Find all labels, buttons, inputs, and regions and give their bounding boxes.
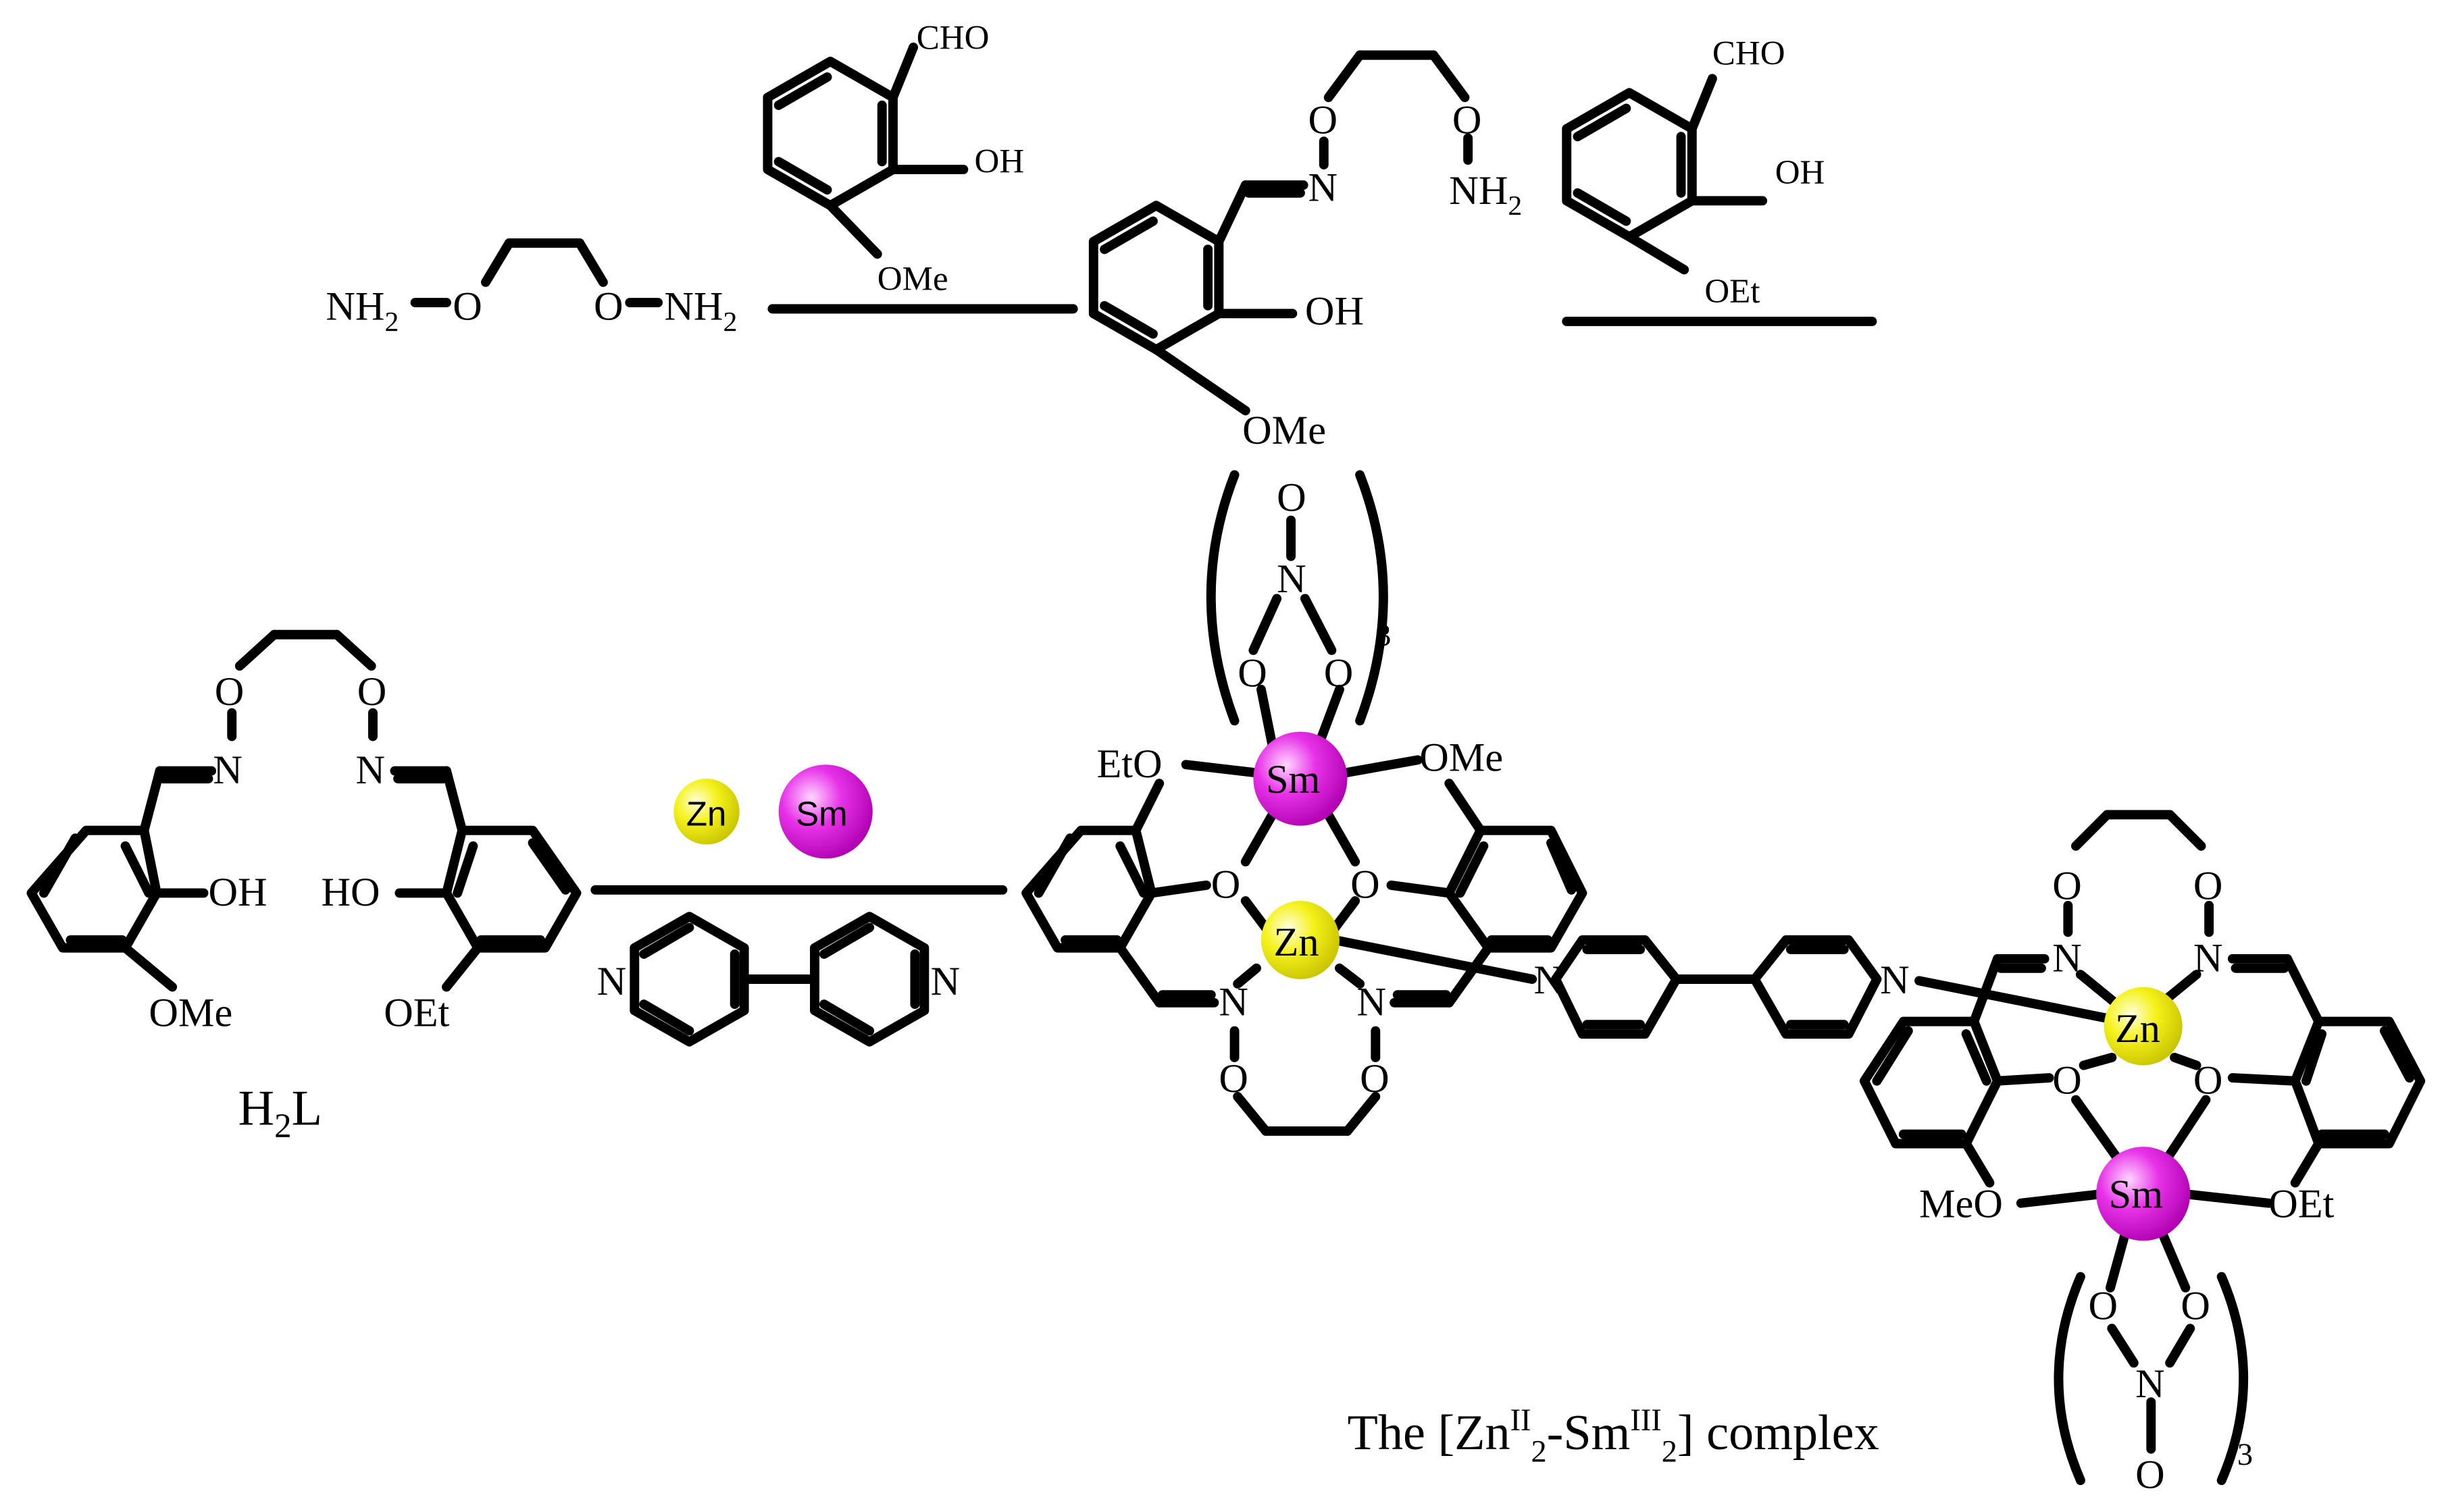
- c2-nitrate-count: 3: [2237, 1438, 2253, 1472]
- bipy-n-left: N: [597, 959, 627, 1004]
- bipy-n-right: N: [931, 959, 961, 1004]
- diamine-nh2-right: NH2: [664, 284, 737, 338]
- intermediate-o1: O: [1308, 98, 1338, 143]
- ligand-name: H2L: [238, 1081, 322, 1146]
- c2-nitrate-n: N: [2135, 1361, 2165, 1407]
- product-caption: The [ZnII2-SmIII2] complex: [1348, 1403, 1879, 1469]
- aldehyde2-cho: CHO: [1712, 35, 1785, 73]
- c1-nitrate-count: 3: [1375, 619, 1391, 653]
- ligand-oet: OEt: [384, 991, 449, 1036]
- c2-nitrate-o-bottom: O: [2135, 1453, 2165, 1498]
- diamine-o-left: O: [453, 284, 482, 330]
- c1-o-bridge-right: O: [1360, 1056, 1390, 1101]
- c2-nitrate-o-left: O: [2089, 1283, 2118, 1328]
- intermediate-n: N: [1308, 165, 1338, 210]
- bridge-n-left: N: [1534, 958, 1564, 1003]
- c1-zn: Zn: [1274, 920, 1319, 965]
- intermediate-oh: OH: [1305, 289, 1364, 334]
- aldehyde1-oh: OH: [975, 143, 1025, 181]
- ligand-o-right: O: [357, 669, 387, 714]
- c2-o-phen-left: O: [2052, 1058, 2082, 1103]
- c1-sm: Sm: [1266, 757, 1320, 802]
- aldehyde1-ome: OMe: [877, 261, 948, 298]
- ligand-n-left: N: [213, 748, 243, 793]
- sm-sphere-unit2: [2096, 1147, 2191, 1241]
- ligand-ome: OMe: [149, 991, 232, 1036]
- c2-nitrate-o-right: O: [2181, 1283, 2210, 1328]
- c1-eto: EtO: [1096, 741, 1162, 787]
- zn-legend-label: Zn: [686, 795, 727, 833]
- c1-nitrate-o-left: O: [1238, 650, 1267, 696]
- sm-sphere-unit1: [1253, 731, 1348, 826]
- c2-o-phen-right: O: [2193, 1058, 2223, 1103]
- sm-legend-label: Sm: [796, 795, 848, 833]
- sm-sphere-legend: [778, 764, 873, 859]
- c2-n-right: N: [2193, 935, 2223, 981]
- c2-zn: Zn: [2115, 1006, 2160, 1051]
- zn-sphere-unit1: [1261, 901, 1340, 979]
- zn-sphere-legend: [673, 779, 740, 845]
- c1-n-left: N: [1219, 979, 1248, 1024]
- c1-o-phen-left: O: [1211, 862, 1241, 907]
- c1-o-bridge-left: O: [1219, 1056, 1248, 1101]
- zn-sphere-unit2: [2104, 987, 2183, 1066]
- intermediate-ome: OMe: [1242, 408, 1326, 453]
- c1-nitrate-o-top: O: [1277, 475, 1306, 521]
- aldehyde2-oet: OEt: [1704, 273, 1760, 311]
- intermediate-o2: O: [1452, 98, 1482, 143]
- c1-n-right: N: [1356, 979, 1386, 1024]
- c1-nitrate-n: N: [1277, 556, 1306, 602]
- aldehyde2-oh: OH: [1775, 154, 1825, 192]
- ligand-ho: HO: [321, 870, 380, 915]
- ligand-oh: OH: [208, 870, 267, 915]
- c1-ome: OMe: [1419, 735, 1503, 781]
- bridge-n-right: N: [1880, 958, 1910, 1003]
- aldehyde1-cho: CHO: [917, 19, 990, 57]
- c2-n-left: N: [2052, 935, 2082, 981]
- ligand-n-right: N: [355, 748, 385, 793]
- c1-o-phen-right: O: [1350, 862, 1380, 907]
- ligand-o-left: O: [215, 669, 245, 714]
- c2-meo: MeO: [1919, 1182, 2003, 1227]
- intermediate-nh2: NH2: [1449, 168, 1522, 221]
- c2-sm: Sm: [2109, 1172, 2163, 1218]
- c1-nitrate-o-right: O: [1324, 650, 1354, 696]
- c2-oet: OEt: [2268, 1182, 2334, 1227]
- diamine-nh2-left: NH2: [326, 284, 399, 338]
- c2-o-top-left: O: [2052, 864, 2082, 909]
- c2-o-top-right: O: [2193, 864, 2223, 909]
- diamine-o-right: O: [594, 284, 623, 330]
